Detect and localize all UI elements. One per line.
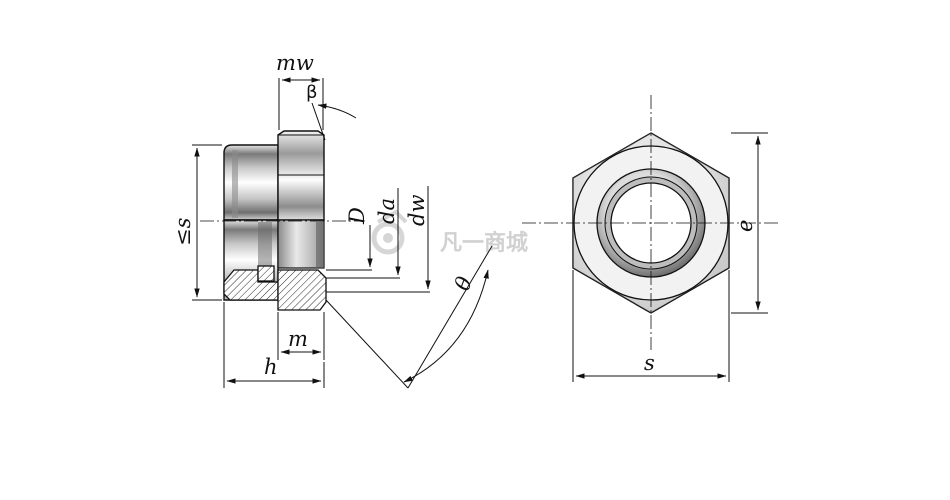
label-dw: dw — [405, 195, 429, 226]
label-le-s: ≤s — [171, 217, 195, 246]
section-hex — [277, 269, 327, 311]
watermark: 凡一商城 — [371, 209, 528, 256]
front-view: e s — [522, 95, 780, 382]
label-D: D — [345, 207, 369, 225]
label-da: da — [375, 198, 399, 224]
label-s: s — [644, 351, 655, 375]
label-m: m — [288, 327, 308, 351]
label-e: e — [733, 220, 757, 232]
side-view: mw β ≤s D da dw θ m h — [171, 51, 493, 389]
dim-theta-arc — [403, 269, 489, 383]
label-h: h — [264, 355, 278, 379]
label-beta: β — [306, 82, 318, 103]
dim-beta-arc — [317, 103, 357, 119]
label-theta: θ — [450, 273, 477, 293]
section-insert — [257, 265, 275, 282]
label-mw: mw — [276, 51, 314, 75]
watermark-text: 凡一商城 — [440, 230, 528, 256]
watermark-logo-icon — [371, 221, 405, 255]
